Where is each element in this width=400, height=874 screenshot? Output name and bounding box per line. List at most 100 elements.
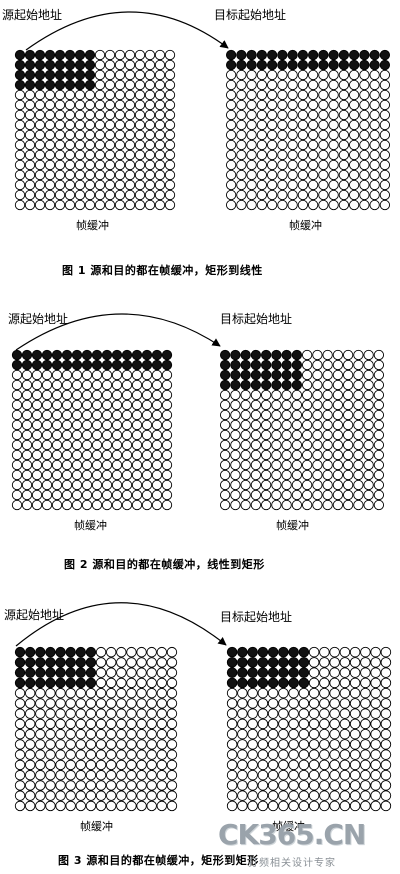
empty-pixel-cell [71, 429, 83, 441]
empty-pixel-cell [114, 199, 126, 211]
empty-pixel-cell [91, 399, 103, 411]
empty-pixel-cell [301, 409, 313, 421]
empty-pixel-cell [41, 489, 53, 501]
empty-pixel-cell [154, 139, 166, 151]
empty-pixel-cell [240, 489, 251, 501]
empty-pixel-cell [267, 780, 279, 791]
empty-pixel-cell [156, 698, 168, 709]
empty-pixel-cell [266, 79, 278, 91]
empty-pixel-cell [65, 708, 76, 719]
filled-pixel-cell [379, 59, 391, 71]
empty-pixel-cell [121, 389, 133, 401]
empty-pixel-cell [297, 129, 309, 141]
empty-pixel-cell [124, 119, 136, 131]
empty-pixel-cell [369, 199, 380, 211]
empty-pixel-cell [141, 399, 153, 411]
empty-pixel-cell [353, 359, 364, 371]
filled-pixel-cell [55, 677, 66, 689]
empty-pixel-cell [288, 718, 299, 730]
empty-pixel-cell [360, 769, 371, 781]
fig3-copy-arrow [15, 602, 227, 647]
fig3-dest-label: 目标起始地址 [220, 610, 293, 624]
empty-pixel-cell [116, 718, 127, 730]
filled-pixel-cell [41, 349, 53, 361]
filled-pixel-cell [240, 369, 251, 381]
empty-pixel-cell [363, 369, 374, 381]
empty-pixel-cell [271, 399, 282, 411]
empty-pixel-cell [246, 159, 257, 171]
empty-pixel-cell [329, 667, 340, 678]
empty-pixel-cell [312, 459, 323, 471]
empty-pixel-cell [14, 139, 26, 151]
filled-pixel-cell [225, 49, 237, 61]
empty-pixel-cell [307, 149, 319, 161]
empty-pixel-cell [257, 800, 269, 812]
empty-pixel-cell [373, 419, 385, 431]
empty-pixel-cell [84, 169, 96, 181]
empty-pixel-cell [131, 369, 143, 381]
empty-pixel-cell [146, 698, 157, 709]
empty-pixel-cell [230, 439, 241, 451]
filled-pixel-cell [291, 349, 303, 361]
empty-pixel-cell [256, 69, 268, 81]
empty-pixel-cell [141, 459, 153, 471]
empty-pixel-cell [380, 800, 392, 812]
empty-pixel-cell [267, 769, 279, 781]
empty-pixel-cell [101, 369, 113, 381]
empty-pixel-cell [126, 646, 137, 658]
empty-pixel-cell [338, 189, 350, 201]
empty-pixel-cell [373, 369, 385, 381]
empty-pixel-cell [104, 69, 116, 81]
empty-pixel-cell [363, 479, 374, 491]
empty-pixel-cell [136, 646, 147, 658]
empty-pixel-cell [136, 728, 147, 740]
empty-pixel-cell [369, 169, 380, 181]
empty-pixel-cell [84, 99, 96, 111]
empty-pixel-cell [91, 409, 103, 421]
filled-pixel-cell [240, 359, 251, 371]
empty-pixel-cell [154, 69, 166, 81]
empty-pixel-cell [34, 149, 46, 161]
empty-pixel-cell [24, 99, 36, 111]
empty-pixel-cell [288, 769, 299, 781]
empty-pixel-cell [24, 189, 36, 201]
empty-pixel-cell [329, 800, 340, 812]
empty-pixel-cell [338, 79, 350, 91]
empty-pixel-cell [219, 449, 231, 461]
empty-pixel-cell [121, 479, 133, 491]
empty-pixel-cell [91, 469, 103, 481]
empty-pixel-cell [278, 769, 289, 781]
empty-pixel-cell [380, 677, 392, 689]
empty-pixel-cell [156, 708, 168, 719]
empty-pixel-cell [297, 89, 309, 101]
empty-pixel-cell [277, 119, 288, 131]
empty-pixel-cell [81, 429, 93, 441]
empty-pixel-cell [339, 800, 351, 812]
empty-pixel-cell [101, 379, 113, 391]
empty-pixel-cell [75, 769, 87, 781]
empty-pixel-cell [141, 419, 153, 431]
empty-pixel-cell [146, 718, 157, 730]
empty-pixel-cell [359, 149, 370, 161]
empty-pixel-cell [298, 718, 310, 730]
empty-pixel-cell [349, 800, 361, 812]
filled-pixel-cell [379, 49, 391, 61]
empty-pixel-cell [14, 99, 26, 111]
filled-pixel-cell [271, 369, 282, 381]
empty-pixel-cell [267, 759, 279, 771]
empty-pixel-cell [297, 119, 309, 131]
empty-pixel-cell [134, 139, 146, 151]
empty-pixel-cell [307, 139, 319, 151]
filled-pixel-cell [256, 59, 268, 71]
empty-pixel-cell [75, 687, 87, 699]
empty-pixel-cell [161, 379, 173, 391]
empty-pixel-cell [71, 499, 83, 511]
empty-pixel-cell [104, 149, 116, 161]
empty-pixel-cell [146, 759, 157, 771]
empty-pixel-cell [121, 379, 133, 391]
empty-pixel-cell [136, 749, 147, 760]
empty-pixel-cell [348, 89, 360, 101]
empty-pixel-cell [380, 759, 392, 771]
empty-pixel-cell [339, 657, 351, 668]
empty-pixel-cell [45, 708, 56, 719]
